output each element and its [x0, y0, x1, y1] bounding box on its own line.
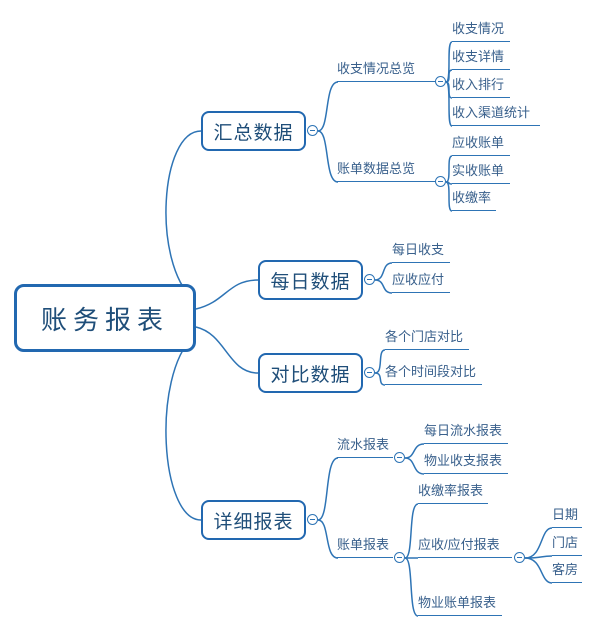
- collapse-button-detailed-reports[interactable]: [307, 514, 318, 525]
- connector: [445, 155, 453, 183]
- minus-icon: [438, 180, 443, 182]
- minus-icon: [397, 456, 402, 458]
- connector: [524, 557, 553, 584]
- collapse-button-summary-data[interactable]: [307, 125, 318, 136]
- connector: [317, 130, 339, 183]
- connector: [195, 326, 259, 374]
- node-income-ranking[interactable]: 收入排行: [452, 77, 510, 98]
- minus-icon: [367, 371, 372, 373]
- node-date[interactable]: 日期: [552, 507, 582, 528]
- node-income-channel-stats[interactable]: 收入渠道统计: [452, 105, 540, 126]
- node-collection-rate-report[interactable]: 收缴率报表: [418, 483, 488, 504]
- node-store[interactable]: 门店: [552, 535, 582, 556]
- node-property-income-expense-report[interactable]: 物业收支报表: [424, 453, 508, 474]
- node-daily-data[interactable]: 每日数据: [258, 260, 363, 300]
- connector: [165, 336, 202, 521]
- minus-icon: [367, 278, 372, 280]
- connector: [165, 130, 202, 300]
- connector: [317, 81, 339, 132]
- node-bill-report[interactable]: 账单报表: [337, 537, 393, 558]
- node-flow-report[interactable]: 流水报表: [337, 437, 393, 458]
- minus-icon: [310, 129, 315, 131]
- node-property-bill-report[interactable]: 物业账单报表: [418, 595, 502, 616]
- node-room[interactable]: 客房: [552, 562, 582, 583]
- connector: [445, 81, 453, 127]
- minus-icon: [438, 80, 443, 82]
- collapse-button-bill-report[interactable]: [394, 552, 405, 563]
- node-income-expense-detail[interactable]: 收支详情: [452, 49, 510, 70]
- connector: [445, 181, 453, 212]
- connector: [404, 557, 419, 617]
- connector: [404, 443, 425, 459]
- collapse-button-bill-data-overview[interactable]: [435, 176, 446, 187]
- collapse-button-receivable-payable-report[interactable]: [514, 552, 525, 563]
- node-time-period-comparison[interactable]: 各个时间段对比: [385, 364, 482, 385]
- node-root[interactable]: 账务报表: [14, 284, 196, 352]
- node-summary-data[interactable]: 汇总数据: [201, 111, 306, 151]
- node-receivable-payable[interactable]: 应收应付: [392, 272, 450, 293]
- collapse-button-flow-report[interactable]: [394, 452, 405, 463]
- connector: [374, 349, 386, 374]
- node-receivable-bills[interactable]: 应收账单: [452, 135, 510, 156]
- minus-icon: [310, 518, 315, 520]
- node-bill-data-overview[interactable]: 账单数据总览: [337, 161, 436, 182]
- connector: [404, 503, 419, 559]
- node-daily-income-expense[interactable]: 每日收支: [392, 242, 450, 263]
- connector: [374, 262, 393, 281]
- connector: [524, 527, 553, 559]
- collapse-button-daily-data[interactable]: [364, 274, 375, 285]
- node-collection-rate[interactable]: 收缴率: [452, 190, 496, 211]
- node-comparison-data[interactable]: 对比数据: [258, 353, 363, 393]
- connector: [195, 279, 259, 310]
- connector: [374, 372, 386, 386]
- connector: [404, 457, 425, 475]
- collapse-button-comparison-data[interactable]: [364, 367, 375, 378]
- connector: [317, 519, 339, 559]
- node-detailed-reports[interactable]: 详细报表: [201, 500, 306, 540]
- connector: [317, 457, 339, 521]
- minus-icon: [397, 556, 402, 558]
- node-received-bills[interactable]: 实收账单: [452, 163, 510, 184]
- node-income-expense-overview[interactable]: 收支情况总览: [337, 61, 436, 82]
- connector: [374, 279, 393, 294]
- node-income-expense-status[interactable]: 收支情况: [452, 21, 510, 42]
- node-receivable-payable-report[interactable]: 应收/应付报表: [418, 537, 512, 558]
- node-daily-flow-report[interactable]: 每日流水报表: [424, 423, 508, 444]
- node-store-comparison[interactable]: 各个门店对比: [385, 329, 469, 350]
- collapse-button-income-expense-overview[interactable]: [435, 76, 446, 87]
- minus-icon: [517, 556, 522, 558]
